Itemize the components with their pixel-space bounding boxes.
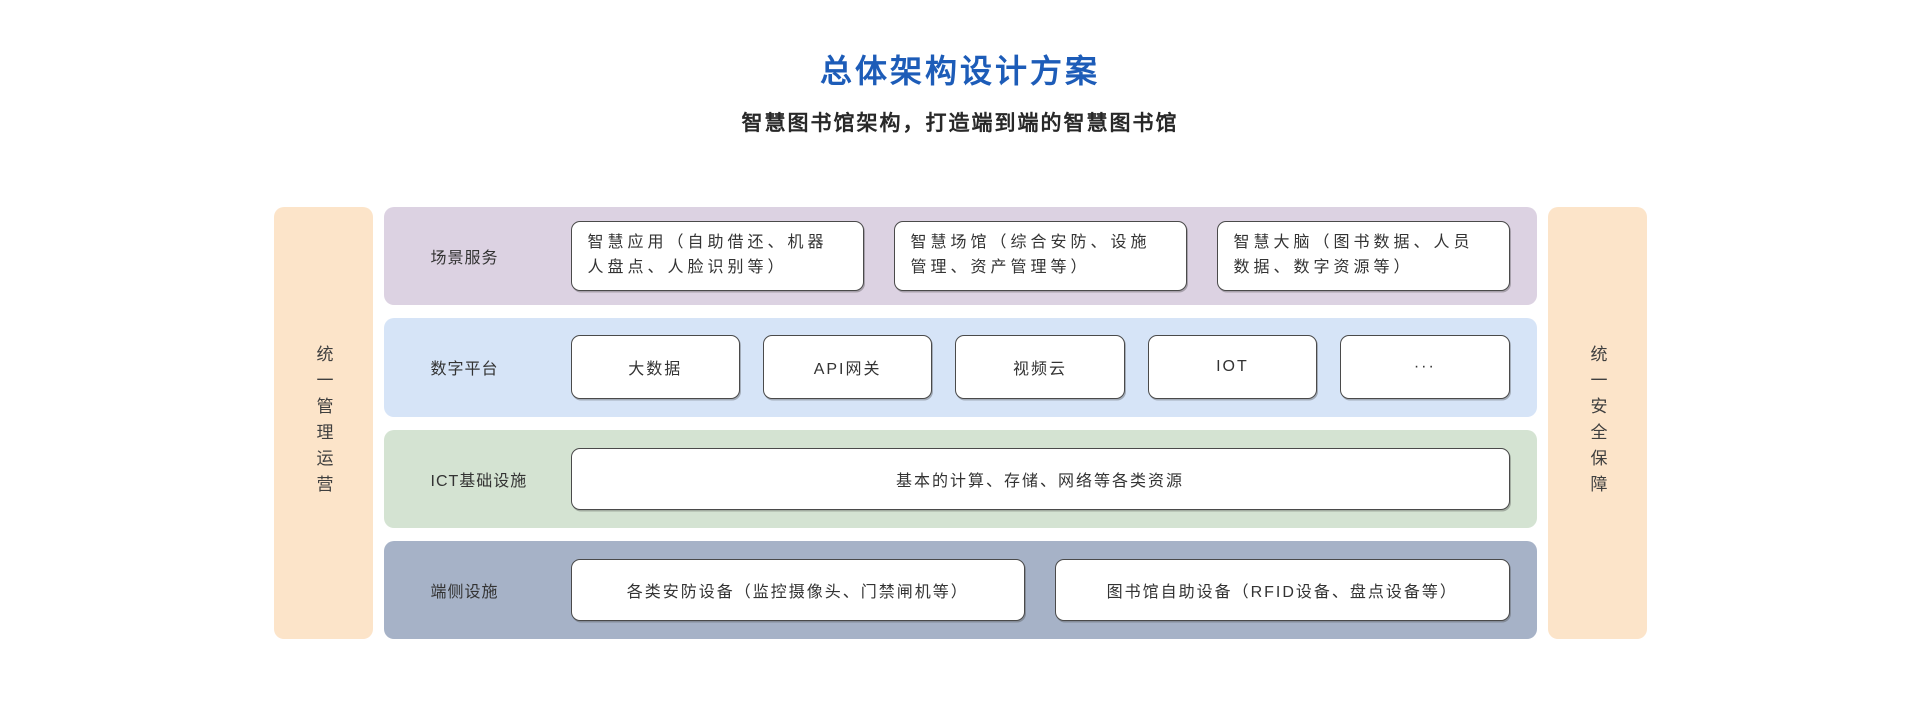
page-title: 总体架构设计方案 — [819, 53, 1100, 89]
component-box-label: 智慧大脑（图书数据、人员数据、数字资源等） — [1233, 234, 1474, 277]
layers-column: 场景服务 智慧应用（自助借还、机器人盘点、人脸识别等） 智慧场馆（综合安防、设施管理… — [383, 207, 1537, 639]
right-pillar-label: 统一安全保障 — [1587, 345, 1607, 501]
component-box: 智慧大脑（图书数据、人员数据、数字资源等） — [1216, 221, 1510, 292]
right-pillar: 统一安全保障 — [1547, 207, 1647, 639]
page-subtitle: 智慧图书馆架构，打造端到端的智慧图书馆 — [741, 112, 1179, 135]
layer-row: ICT基础设施 基本的计算、存储、网络等各类资源 — [383, 429, 1537, 528]
page: 总体架构设计方案 智慧图书馆架构，打造端到端的智慧图书馆 统一管理运营 场景服务… — [273, 53, 1647, 639]
component-box-label: 视频云 — [1013, 361, 1068, 379]
layer-row: 端侧设施 各类安防设备（监控摄像头、门禁闸机等） 图书馆自助设备（RFID设备、盘点… — [383, 540, 1537, 639]
layer-label: ICT基础设施 — [430, 472, 528, 490]
component-box: 图书馆自助设备（RFID设备、盘点设备等） — [1055, 558, 1510, 621]
component-box: ··· — [1340, 335, 1510, 400]
component-box: 各类安防设备（监控摄像头、门禁闸机等） — [570, 558, 1025, 621]
component-box: 智慧应用（自助借还、机器人盘点、人脸识别等） — [570, 221, 864, 292]
component-box: 视频云 — [955, 335, 1125, 400]
layer-boxes: 各类安防设备（监控摄像头、门禁闸机等） 图书馆自助设备（RFID设备、盘点设备等） — [570, 558, 1510, 621]
component-box-label: 智慧场馆（综合安防、设施管理、资产管理等） — [910, 234, 1151, 277]
component-box-label: IOT — [1216, 358, 1249, 376]
left-pillar-label: 统一管理运营 — [313, 345, 333, 501]
component-box: 基本的计算、存储、网络等各类资源 — [570, 447, 1510, 510]
component-box-label: 大数据 — [628, 361, 683, 379]
layer-row: 场景服务 智慧应用（自助借还、机器人盘点、人脸识别等） 智慧场馆（综合安防、设施管理… — [383, 207, 1537, 306]
layer-label: 数字平台 — [430, 361, 499, 379]
component-box-label: 智慧应用（自助借还、机器人盘点、人脸识别等） — [587, 234, 828, 277]
layer-row: 数字平台 大数据 API网关 视频云 IOT ··· — [383, 318, 1537, 417]
component-box-label: 图书馆自助设备（RFID设备、盘点设备等） — [1106, 583, 1458, 601]
left-pillar: 统一管理运营 — [273, 207, 373, 639]
component-box-label: ··· — [1413, 358, 1436, 376]
component-box: 智慧场馆（综合安防、设施管理、资产管理等） — [893, 221, 1187, 292]
component-box: API网关 — [762, 335, 933, 400]
component-box-label: 基本的计算、存储、网络等各类资源 — [895, 472, 1184, 490]
layer-label: 场景服务 — [430, 250, 499, 268]
component-box: IOT — [1147, 335, 1318, 400]
layer-label: 端侧设施 — [430, 583, 499, 601]
layer-boxes: 大数据 API网关 视频云 IOT ··· — [570, 335, 1510, 400]
component-box: 大数据 — [570, 335, 740, 400]
layer-boxes: 智慧应用（自助借还、机器人盘点、人脸识别等） 智慧场馆（综合安防、设施管理、资产管… — [570, 221, 1510, 292]
component-box-label: 各类安防设备（监控摄像头、门禁闸机等） — [626, 583, 969, 601]
component-box-label: API网关 — [813, 361, 882, 379]
architecture-diagram: 统一管理运营 场景服务 智慧应用（自助借还、机器人盘点、人脸识别等） 智慧场馆（综合… — [273, 207, 1647, 639]
layer-boxes: 基本的计算、存储、网络等各类资源 — [570, 447, 1510, 510]
